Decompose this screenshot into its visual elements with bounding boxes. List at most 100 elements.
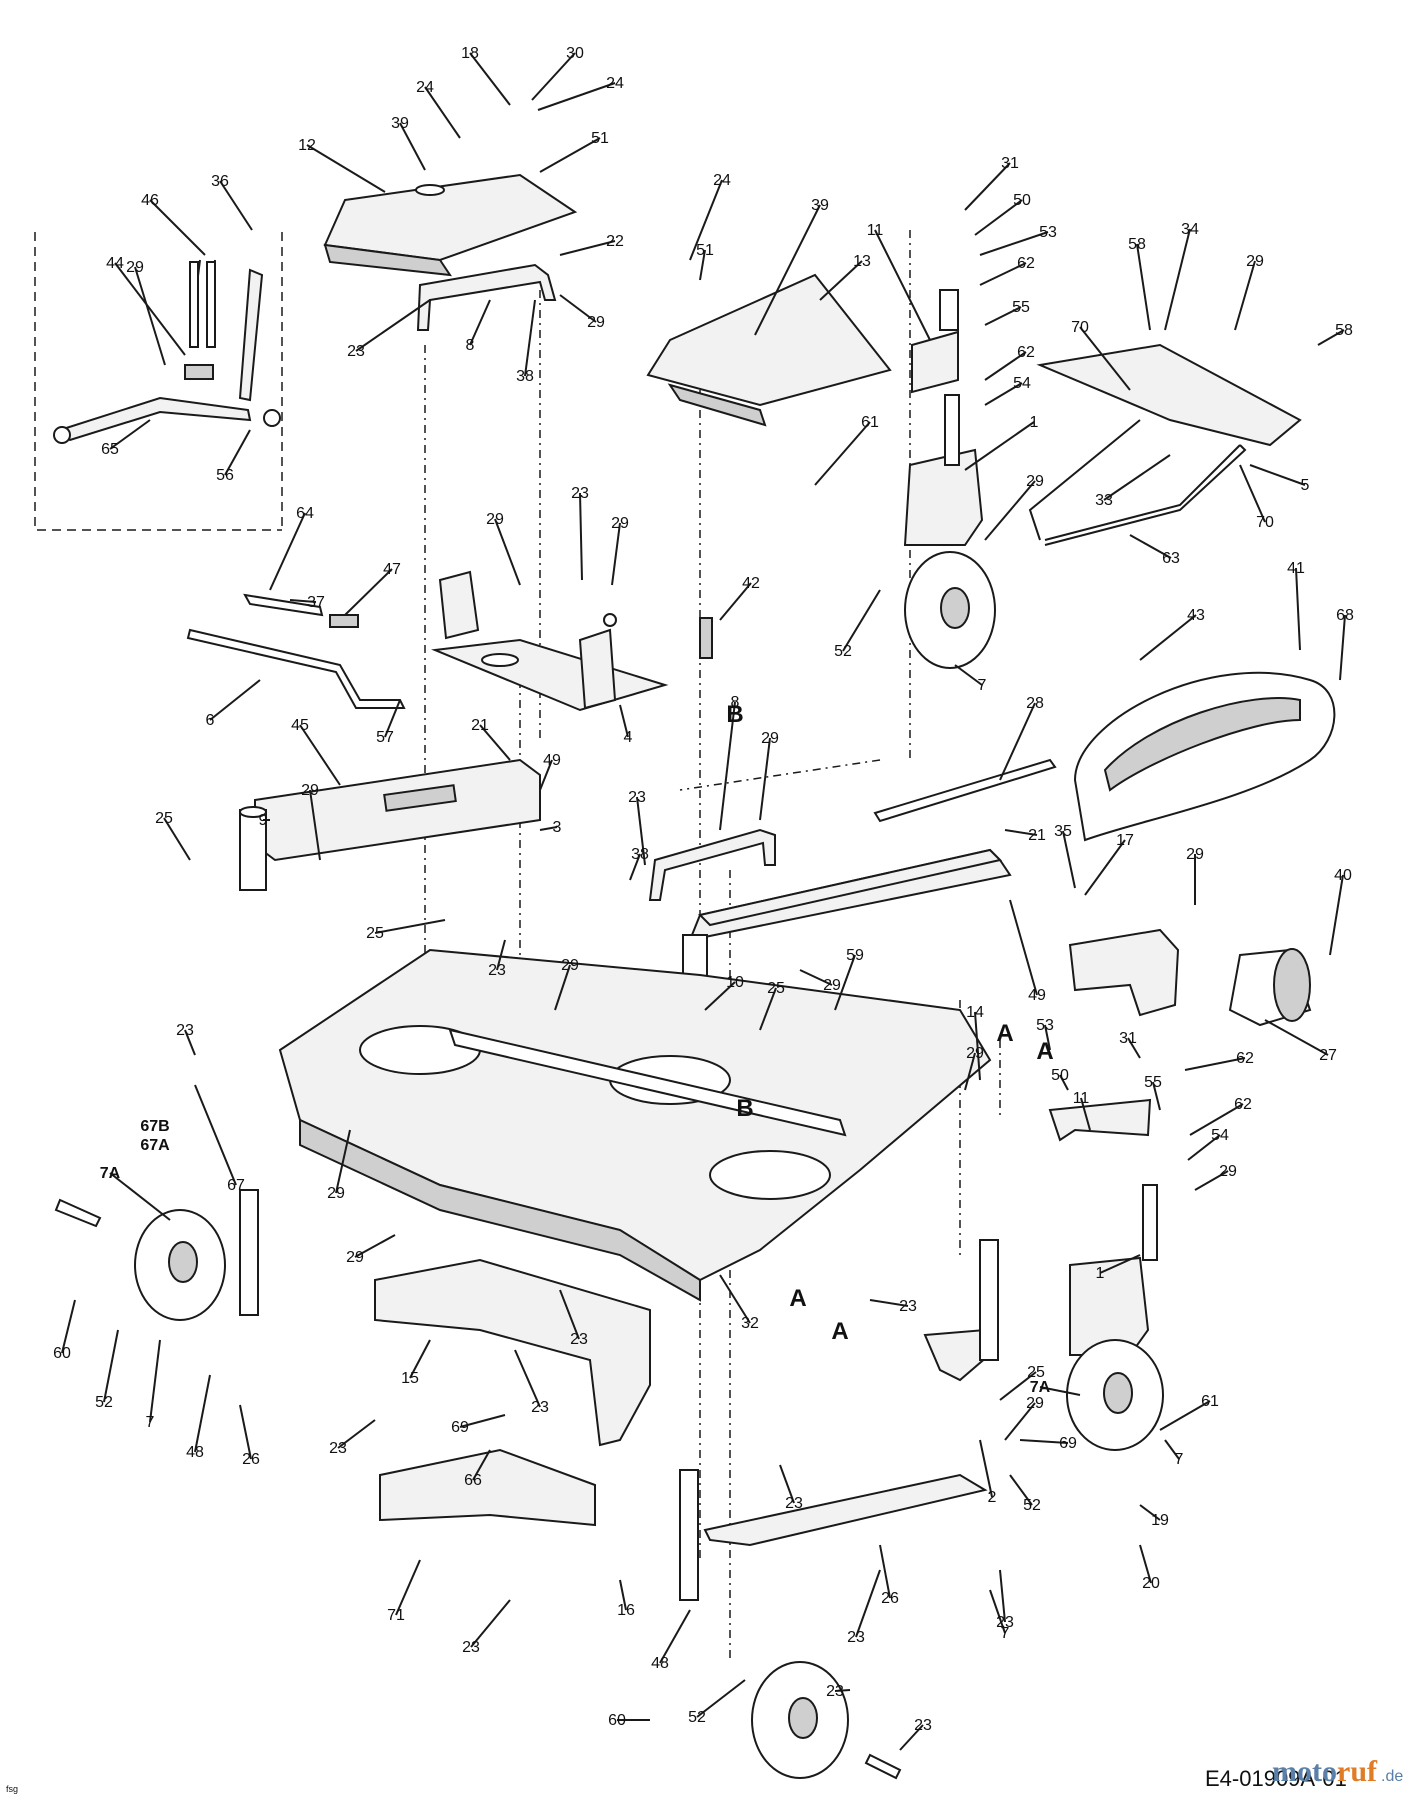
callout-leader-49 [289,599,317,603]
callout-leader-38 [1317,329,1345,346]
callout-132: 23 [826,1683,844,1700]
callout-leader-106 [103,1329,119,1403]
callout-41: 5 [1301,477,1310,494]
callout-27: 55 [1012,299,1030,316]
callout-121: 20 [1142,1575,1160,1592]
callout-77: 17 [1116,832,1134,849]
callout-leader-11 [524,299,536,377]
callout-32: 29 [1026,473,1044,490]
callout-127: 26 [881,1590,899,1607]
callout-leader-70 [636,796,646,866]
callout-leader-41 [1249,464,1306,486]
callout-24: 50 [1013,192,1031,209]
callout-91: 62 [1234,1096,1252,1113]
callout-85: 53 [1036,1017,1054,1034]
shield-19 [379,1448,596,1527]
callout-114: 23 [329,1440,347,1457]
callout-50: 29 [486,511,504,528]
bracket-8-top [416,263,557,331]
callout-leader-55 [384,699,401,738]
callout-leader-115 [779,1464,795,1504]
callout-42: 70 [1256,514,1274,531]
pivot-rod-left [239,1189,259,1316]
belt-cover-13 [646,273,892,427]
callout-103: 61 [1201,1393,1219,1410]
callout-43: 63 [1162,550,1180,567]
callout-leader-52 [611,522,621,586]
callout-94: 23 [176,1022,194,1039]
watermark-part1: moto [1272,1755,1337,1788]
callout-leader-54 [209,679,261,721]
callout-51: 23 [571,485,589,502]
bold-callout-2: 67A [140,1137,170,1154]
callout-leader-10 [469,299,491,346]
callout-leader-73 [799,969,833,986]
callout-leader-100 [869,1299,909,1307]
callout-98: 23 [570,1331,588,1348]
callout-124: 16 [617,1602,635,1619]
callout-12: 36 [211,173,229,190]
callout-leader-0 [469,52,511,106]
callout-1: 30 [566,45,584,62]
callout-72: 10 [726,974,744,991]
callout-leader-51 [579,492,583,581]
callout-38: 58 [1335,322,1353,339]
callout-17: 56 [216,467,234,484]
callout-leader-31 [814,421,871,486]
corner-mark: fsg [6,1784,18,1794]
callout-leader-122 [395,1559,421,1616]
callout-59: 49 [543,752,561,769]
callout-leader-22 [874,229,931,341]
callout-83: 31 [1119,1030,1137,1047]
callout-leader-42 [1239,464,1266,523]
callout-120: 19 [1151,1512,1169,1529]
callout-leader-103 [1159,1400,1211,1431]
callout-leader-30 [964,421,1035,471]
callout-leader-43 [1129,534,1172,559]
callout-leader-82 [1264,1019,1329,1056]
callout-36: 34 [1181,221,1199,238]
callout-leader-132 [834,1689,851,1692]
callout-leader-74 [1004,829,1038,836]
callout-leader-45 [1339,614,1346,681]
callout-leader-62 [309,789,321,861]
callout-leader-59 [539,759,553,791]
callout-leaders [61,52,1346,1751]
callout-126: 23 [996,1614,1014,1631]
watermark-suffix: .de [1381,1768,1403,1785]
reference-letter-1: A [996,1020,1013,1047]
callout-64: 25 [366,925,384,942]
callout-leader-18 [689,179,723,261]
callout-leader-84 [1059,1074,1069,1091]
bold-callout-3: 7A [1030,1379,1051,1396]
callout-leader-88 [964,1052,976,1091]
callout-130: 52 [688,1709,706,1726]
callout-13: 46 [141,192,159,209]
callout-leader-23 [964,162,1011,211]
callout-45: 68 [1336,607,1354,624]
callout-leader-102 [999,1371,1037,1401]
callout-leader-94 [184,1029,196,1056]
callout-131: 60 [608,1712,626,1729]
callout-102: 25 [1027,1364,1045,1381]
callout-leader-123 [470,1599,511,1648]
callout-leader-93 [1194,1170,1229,1191]
callout-62: 29 [301,782,319,799]
callout-101: 1 [1096,1265,1105,1282]
drive-belt-41 [1073,671,1336,842]
callout-leader-58 [479,724,511,761]
callout-leader-44 [1295,567,1301,651]
caster-wheel-right-top [903,289,996,669]
callout-31: 61 [861,414,879,431]
caster-wheel-right-bottom [1048,1098,1164,1451]
callout-leader-2 [424,86,461,139]
callout-6: 39 [391,115,409,132]
callout-47: 64 [296,505,314,522]
spring-45 [383,784,457,812]
callout-leader-76 [1062,830,1076,889]
callout-leader-9 [355,299,431,352]
callout-119: 7 [1175,1451,1184,1468]
callout-leader-65 [496,939,506,971]
callout-leader-26 [979,262,1027,286]
